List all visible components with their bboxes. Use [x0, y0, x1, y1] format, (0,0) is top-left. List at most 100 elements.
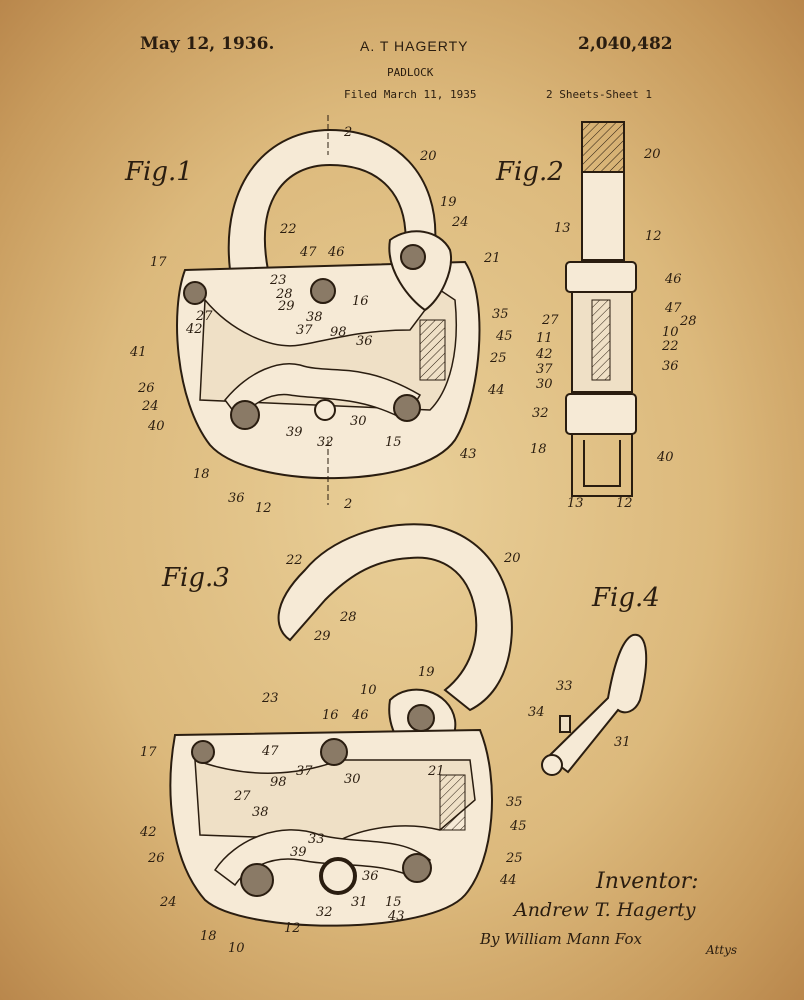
- svg-text:39: 39: [290, 845, 307, 860]
- svg-text:43: 43: [387, 909, 405, 924]
- fig3-label: Fig.3: [161, 563, 230, 593]
- svg-text:35: 35: [492, 307, 509, 322]
- svg-text:39: 39: [286, 425, 303, 440]
- svg-text:45: 45: [495, 329, 513, 344]
- svg-text:16: 16: [322, 708, 339, 723]
- svg-text:36: 36: [228, 491, 245, 506]
- svg-text:40: 40: [147, 419, 165, 434]
- svg-text:30: 30: [344, 772, 361, 787]
- svg-text:25: 25: [505, 851, 523, 866]
- svg-text:29: 29: [277, 299, 295, 314]
- figure-2: [566, 122, 636, 496]
- figure-4: [542, 635, 646, 775]
- svg-text:98: 98: [330, 325, 347, 340]
- svg-text:44: 44: [487, 383, 505, 398]
- svg-text:12: 12: [255, 501, 272, 516]
- svg-text:21: 21: [483, 251, 501, 266]
- svg-text:17: 17: [140, 745, 157, 760]
- svg-text:41: 41: [129, 345, 147, 360]
- svg-text:47: 47: [261, 744, 279, 759]
- fig1-label: Fig.1: [124, 157, 193, 187]
- svg-text:12: 12: [645, 229, 662, 244]
- svg-text:32: 32: [532, 406, 549, 421]
- svg-text:46: 46: [664, 272, 682, 287]
- svg-text:36: 36: [362, 869, 379, 884]
- svg-text:46: 46: [351, 708, 369, 723]
- svg-text:24: 24: [141, 399, 159, 414]
- svg-text:18: 18: [193, 467, 210, 482]
- svg-text:18: 18: [530, 442, 547, 457]
- svg-text:12: 12: [616, 496, 633, 511]
- svg-text:15: 15: [385, 435, 402, 450]
- svg-text:38: 38: [252, 805, 269, 820]
- svg-text:37: 37: [536, 362, 553, 377]
- inventor-label: Inventor:: [595, 869, 699, 894]
- svg-text:35: 35: [506, 795, 523, 810]
- svg-text:10: 10: [662, 325, 679, 340]
- svg-text:42: 42: [185, 322, 203, 337]
- svg-text:2: 2: [343, 497, 352, 512]
- svg-text:25: 25: [489, 351, 507, 366]
- svg-text:2: 2: [343, 125, 352, 140]
- svg-text:36: 36: [662, 359, 679, 374]
- svg-text:42: 42: [535, 347, 553, 362]
- svg-text:26: 26: [137, 381, 155, 396]
- svg-text:43: 43: [459, 447, 477, 462]
- inventor-signature: Andrew T. Hagerty: [512, 899, 696, 921]
- svg-text:22: 22: [279, 222, 297, 237]
- svg-text:27: 27: [233, 789, 251, 804]
- svg-text:18: 18: [200, 929, 217, 944]
- svg-text:42: 42: [139, 825, 157, 840]
- svg-text:37: 37: [296, 323, 313, 338]
- svg-text:32: 32: [317, 435, 334, 450]
- svg-text:33: 33: [308, 832, 325, 847]
- attorney-signature: By William Mann Fox: [479, 930, 643, 948]
- svg-text:32: 32: [316, 905, 333, 920]
- svg-text:26: 26: [147, 851, 165, 866]
- svg-text:45: 45: [509, 819, 527, 834]
- svg-text:31: 31: [614, 735, 631, 750]
- svg-text:47: 47: [299, 245, 317, 260]
- svg-text:12: 12: [284, 921, 301, 936]
- svg-text:24: 24: [451, 215, 469, 230]
- svg-text:10: 10: [360, 683, 377, 698]
- svg-text:16: 16: [352, 294, 369, 309]
- svg-text:20: 20: [503, 551, 521, 566]
- svg-text:23: 23: [269, 273, 287, 288]
- svg-text:28: 28: [679, 314, 697, 329]
- svg-text:98: 98: [270, 775, 287, 790]
- svg-text:30: 30: [350, 414, 367, 429]
- svg-text:19: 19: [440, 195, 457, 210]
- svg-text:13: 13: [567, 496, 584, 511]
- svg-text:28: 28: [339, 610, 357, 625]
- svg-text:17: 17: [150, 255, 167, 270]
- fig2-label: Fig.2: [495, 157, 564, 187]
- svg-text:36: 36: [356, 334, 373, 349]
- svg-text:29: 29: [313, 629, 331, 644]
- svg-text:23: 23: [261, 691, 279, 706]
- svg-text:21: 21: [427, 764, 445, 779]
- svg-text:20: 20: [419, 149, 437, 164]
- svg-text:24: 24: [159, 895, 177, 910]
- svg-text:27: 27: [541, 313, 559, 328]
- svg-text:33: 33: [556, 679, 573, 694]
- svg-text:40: 40: [656, 450, 674, 465]
- svg-text:34: 34: [528, 705, 545, 720]
- svg-text:30: 30: [536, 377, 553, 392]
- svg-text:22: 22: [285, 553, 303, 568]
- svg-text:37: 37: [296, 764, 313, 779]
- svg-text:11: 11: [536, 331, 553, 346]
- svg-text:10: 10: [228, 941, 245, 956]
- svg-text:15: 15: [385, 895, 402, 910]
- svg-text:46: 46: [327, 245, 345, 260]
- attorney-label: Attys: [705, 943, 737, 957]
- svg-text:20: 20: [643, 147, 661, 162]
- svg-text:19: 19: [418, 665, 435, 680]
- svg-text:44: 44: [499, 873, 517, 888]
- svg-text:31: 31: [351, 895, 368, 910]
- svg-text:13: 13: [554, 221, 571, 236]
- svg-text:22: 22: [661, 339, 679, 354]
- fig4-label: Fig.4: [591, 583, 660, 613]
